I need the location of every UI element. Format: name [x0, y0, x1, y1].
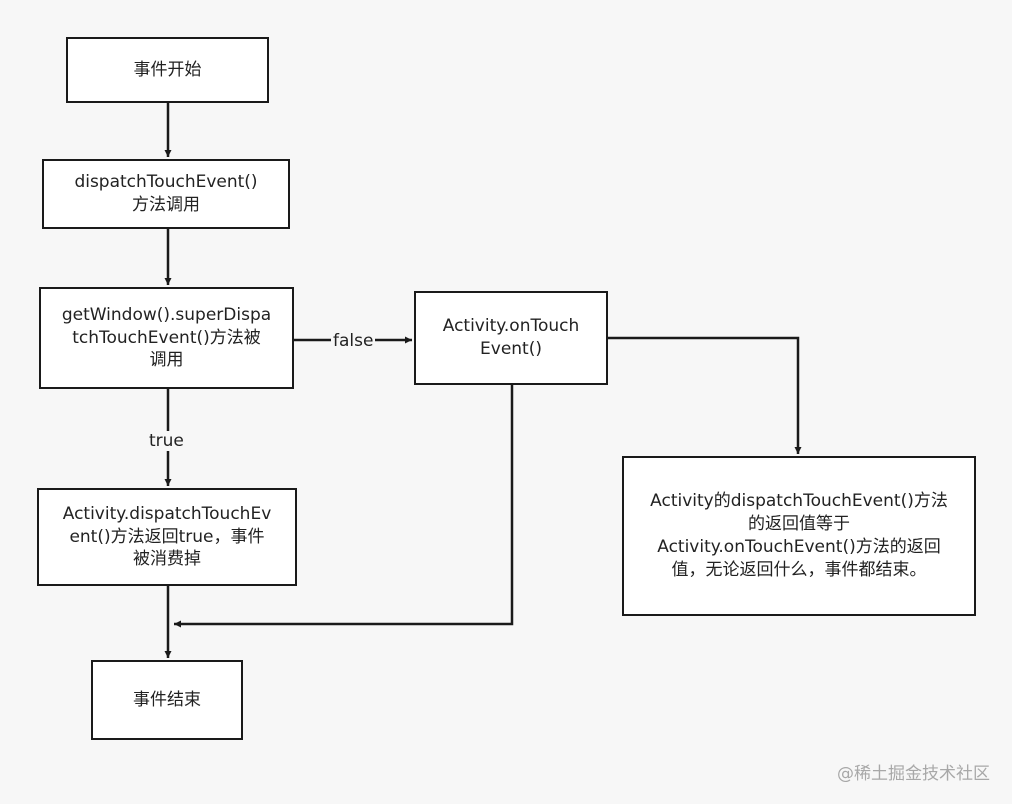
node-start: 事件开始	[66, 37, 269, 103]
node-dispatch-touch-event: dispatchTouchEvent() 方法调用	[42, 159, 290, 229]
node-activity-on-touch-event: Activity.onTouch Event()	[414, 291, 608, 385]
node-super-dispatch-touch-event: getWindow().superDispa tchTouchEvent()方法…	[39, 287, 294, 389]
node-return-value-note: Activity的dispatchTouchEvent()方法 的返回值等于 A…	[622, 456, 976, 616]
node-event-consumed: Activity.dispatchTouchEv ent()方法返回true，事…	[37, 488, 297, 586]
edge-label-true: true	[147, 431, 186, 451]
edge-label-false: false	[331, 331, 376, 351]
edge-on-touch-to-end-merge	[174, 385, 514, 628]
edge-on-touch-to-note	[608, 336, 802, 454]
watermark: @稀土掘金技术社区	[837, 764, 990, 784]
node-end: 事件结束	[91, 660, 243, 740]
